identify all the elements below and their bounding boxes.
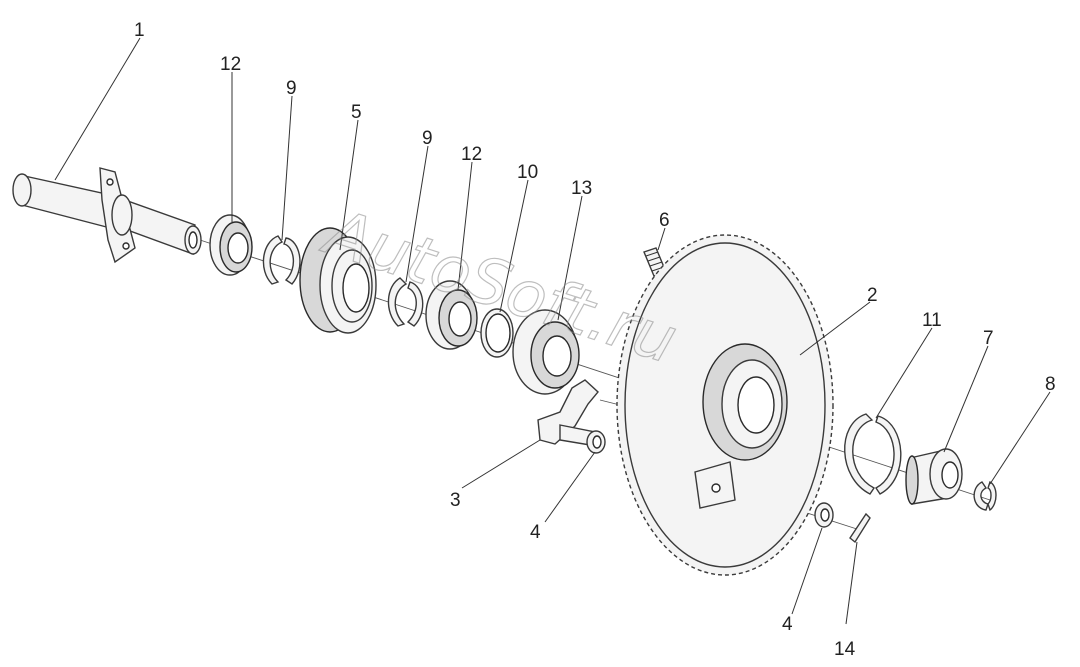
callout-14: 14 — [834, 639, 856, 660]
part-12-bearing-a — [209, 214, 253, 276]
part-8-retaining-ring — [973, 481, 997, 512]
callout-12: 12 — [220, 54, 241, 75]
part-11-circlip — [844, 413, 902, 495]
callout-5: 5 — [351, 102, 362, 123]
part-13-hub — [512, 309, 580, 395]
callout-12: 12 — [461, 144, 482, 165]
part-14-cotter-pin — [849, 512, 871, 544]
part-2-large-sprocket — [616, 234, 834, 576]
callout-10: 10 — [517, 162, 538, 183]
part-1-shaft — [12, 167, 202, 264]
callout-9: 9 — [286, 78, 297, 99]
callout-8: 8 — [1045, 374, 1056, 395]
callout-7: 7 — [983, 328, 994, 349]
callout-4: 4 — [530, 522, 541, 543]
callout-4: 4 — [782, 614, 793, 635]
callout-2: 2 — [867, 285, 878, 306]
leader-lines — [54, 37, 1051, 625]
part-9-snap-ring-a — [262, 235, 301, 285]
part-12-bearing-b — [425, 280, 478, 350]
part-4-washer-a — [586, 430, 606, 454]
part-9-snap-ring-b — [387, 277, 424, 327]
part-4-washer-b — [814, 502, 834, 528]
callout-labels: 1 12 9 5 9 12 10 13 6 2 11 7 8 3 4 4 14 — [134, 20, 1056, 660]
callout-3: 3 — [450, 490, 461, 511]
callout-6: 6 — [659, 210, 670, 231]
part-5-sprocket — [299, 227, 377, 334]
part-10-spring-ring — [480, 308, 514, 358]
callout-13: 13 — [571, 178, 592, 199]
callout-11: 11 — [922, 310, 942, 331]
callout-9: 9 — [422, 128, 433, 149]
callout-1: 1 — [134, 20, 145, 41]
part-7-bushing — [905, 448, 963, 505]
